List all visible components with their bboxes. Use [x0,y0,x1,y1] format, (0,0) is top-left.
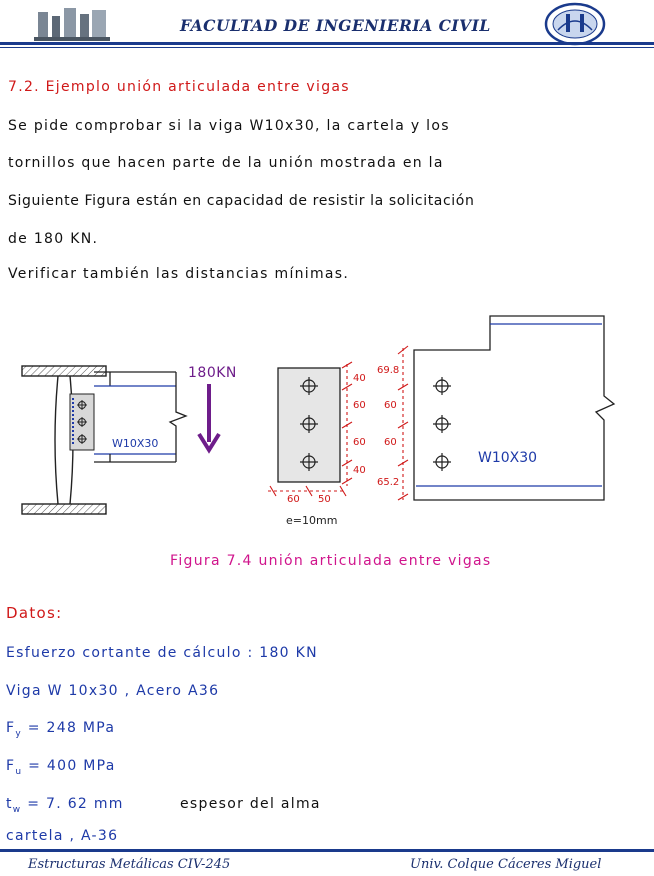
bolt-marks-beam [433,377,451,471]
footer-rule [0,849,654,852]
fu-line: Fu = 400 MPa [6,758,116,777]
tw-value: = 7. 62 mm [21,796,124,812]
beam-elevation [413,315,616,501]
fu-value: = 400 MPa [22,758,116,774]
beam-dim-lines [397,345,409,501]
header-rule-thin [0,47,654,48]
body-line-4: de 180 KN. [8,231,99,247]
beam-dim-69-8: 69.8 [377,365,400,376]
connection-figure [21,315,616,515]
header-logo-right [544,2,606,46]
plate-dim-60-horizontal: 60 [287,494,300,505]
section-title: 7.2. Ejemplo unión articulada entre viga… [8,79,350,95]
bolt-marks-plate [300,377,318,471]
fu-sub: u [15,766,23,777]
bolt-marks-side [77,400,87,444]
body-line-5: Verificar también las distancias mínimas… [8,266,350,282]
tw-description: espesor del alma [180,796,321,812]
body-line-3: Siguiente Figura están en capacidad de r… [8,193,475,209]
beam-dim-60-a: 60 [384,400,397,411]
footer-right: Univ. Colque Cáceres Miguel [410,857,602,872]
header-title: FACULTAD DE INGENIERIA CIVIL [180,16,491,35]
figure-caption: Figura 7.4 unión articulada entre vigas [170,553,492,569]
beam-dim-60-b: 60 [384,437,397,448]
fy-value: = 248 MPa [22,720,116,736]
fy-line: Fy = 248 MPa [6,720,115,739]
body-line-1: Se pide comprobar si la viga W10x30, la … [8,118,450,134]
beam-dim-65-2: 65.2 [377,477,400,488]
fy-sub: y [15,728,22,739]
datos-title: Datos: [6,604,63,622]
datos-line-1: Esfuerzo cortante de cálculo : 180 KN [6,645,318,661]
tw-sub: w [12,804,22,815]
load-arrow [197,384,221,454]
load-label: 180KN [188,365,237,381]
plate-dim-60-b: 60 [353,437,366,448]
fu-label: F [6,758,16,774]
plate-dim-50-horizontal: 50 [318,494,331,505]
plate-dim-lines [268,361,353,497]
beam-label-left: W10X30 [112,437,159,450]
header-rule [0,42,654,45]
header-logo-left [32,4,112,44]
plate-dim-40-bottom: 40 [353,465,366,476]
plate-dim-60-a: 60 [353,400,366,411]
tw-label: t [6,796,13,812]
footer-left: Estructuras Metálicas CIV-245 [28,857,231,872]
datos-line-2: Viga W 10x30 , Acero A36 [6,683,220,699]
beam-label-right: W10X30 [478,450,538,466]
plate-thickness: e=10mm [286,514,338,527]
beam-side [94,371,188,463]
fy-label: F [6,720,16,736]
body-line-2: tornillos que hacen parte de la unión mo… [8,155,444,171]
plate-dim-40-top: 40 [353,373,366,384]
tw-line: tw = 7. 62 mm [6,796,124,815]
cartela-line: cartela , A-36 [6,828,119,844]
